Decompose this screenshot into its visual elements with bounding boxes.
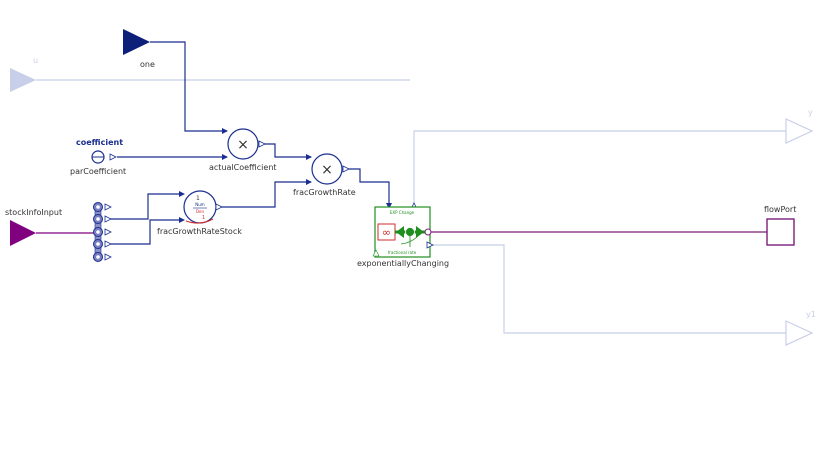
stock-info-input[interactable]: stockInfoInput [5, 208, 62, 246]
exponentially-changing-y1-port [426, 241, 434, 249]
frac-growth-rate-stock-output-port [215, 203, 223, 211]
frac-growth-rate-stock-input-port-1 [179, 191, 185, 197]
stock-info-bus-connector-4[interactable] [93, 239, 112, 249]
actual-coefficient-label: actualCoefficient [209, 163, 277, 172]
connection-frac-growth-rate-stock-to-frac-growth-rate [221, 181, 311, 208]
frac-growth-rate-input-port-1 [306, 154, 312, 160]
connection-y1-output [433, 244, 786, 334]
exponentially-changing-arrow-right [416, 226, 424, 238]
exponentially-changing-flow-port [424, 228, 432, 236]
actual-coefficient-input-port-2 [222, 154, 228, 160]
stock-info-bus-connector-1[interactable] [93, 202, 112, 212]
connection-one-to-actual-coefficient [150, 41, 227, 132]
exponentially-changing-input-port [386, 203, 392, 209]
par-coefficient-label: parCoefficient [70, 167, 126, 176]
actual-coefficient-block[interactable]: × actualCoefficient [209, 128, 277, 172]
frac-growth-rate-circle[interactable] [311, 153, 343, 185]
actual-coefficient-symbol: × [237, 137, 249, 153]
connections [36, 41, 786, 334]
frac-growth-rate-stock-one: 1 [196, 195, 200, 202]
input-one-label: one [140, 60, 155, 69]
frac-growth-rate-label: fracGrowthRate [293, 188, 356, 197]
flow-port[interactable]: flowPort [764, 205, 796, 246]
input-one[interactable]: one [123, 29, 155, 69]
output-y-triangle[interactable] [785, 118, 814, 144]
par-coefficient-block[interactable]: coefficient parCoefficient [70, 138, 126, 176]
input-u[interactable]: u [10, 56, 38, 92]
exponentially-changing-title: EXP Change [390, 210, 415, 215]
stock-info-bus-connector-5[interactable] [93, 252, 112, 262]
frac-growth-rate-stock-den: Den [196, 209, 205, 214]
frac-growth-rate-block[interactable]: × fracGrowthRate [293, 153, 356, 197]
input-one-triangle[interactable] [123, 29, 150, 55]
connection-bus-to-frac-growth-rate-stock-1 [110, 193, 180, 220]
frac-growth-rate-stock-minus: 1 [202, 215, 205, 221]
connection-actual-coefficient-to-frac-growth-rate [263, 143, 311, 158]
infinity-icon: ∞ [382, 226, 391, 239]
output-y1[interactable]: y1 [785, 310, 816, 346]
stock-info-input-triangle[interactable] [10, 220, 36, 246]
exponentially-changing-block[interactable]: EXP Change ∞ fractional rate exponential… [357, 202, 449, 268]
input-u-label: u [33, 56, 38, 65]
connection-frac-growth-rate-to-exponentially-changing [347, 168, 390, 207]
stock-info-input-label: stockInfoInput [5, 208, 62, 217]
frac-growth-rate-stock-block[interactable]: 1 Num Den 1 fracGrowthRateStock [157, 190, 242, 236]
frac-growth-rate-output-port [342, 165, 350, 173]
frac-growth-rate-stock-label: fracGrowthRateStock [157, 227, 242, 236]
output-y1-triangle[interactable] [785, 320, 814, 346]
frac-growth-rate-stock-num: Num [195, 202, 205, 207]
frac-growth-rate-input-port-2 [306, 179, 312, 185]
connection-y-output [413, 130, 786, 207]
actual-coefficient-output-port [258, 140, 266, 148]
frac-growth-rate-stock-circle[interactable] [183, 190, 217, 224]
frac-growth-rate-stock-input-port-2 [179, 217, 185, 223]
actual-coefficient-input-port-1 [222, 128, 228, 134]
exponentially-changing-arrow-left [396, 226, 404, 238]
output-y[interactable]: y [785, 108, 814, 144]
coefficient-label: coefficient [76, 138, 123, 147]
exponentially-changing-bottom-port [372, 249, 380, 257]
stock-info-bus[interactable] [93, 202, 112, 262]
connection-bus-to-frac-growth-rate-stock-2 [110, 219, 180, 245]
flow-port-box[interactable] [766, 218, 795, 246]
exponentially-changing-label: exponentiallyChanging [357, 259, 449, 268]
par-coefficient-output-port [109, 153, 117, 161]
stock-info-bus-connector-3[interactable] [93, 227, 112, 237]
actual-coefficient-circle[interactable] [227, 128, 259, 160]
input-u-triangle[interactable] [10, 68, 36, 92]
output-y1-label: y1 [806, 310, 816, 319]
exponentially-changing-subtitle: fractional rate [388, 250, 417, 255]
flow-port-label: flowPort [764, 205, 796, 214]
frac-growth-rate-symbol: × [321, 162, 333, 178]
output-y-label: y [808, 108, 813, 117]
stock-info-bus-connector-2[interactable] [93, 214, 112, 224]
frac-growth-rate-stock-arc [185, 218, 214, 224]
